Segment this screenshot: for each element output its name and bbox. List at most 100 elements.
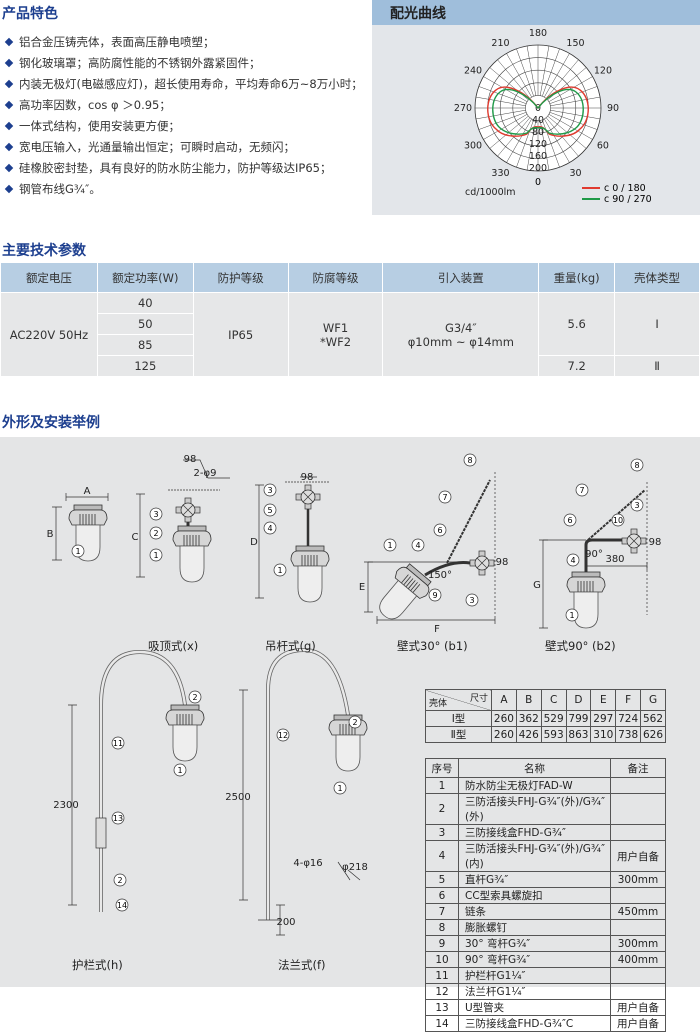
dim-label-holes4: 4-φ16 xyxy=(293,858,322,869)
callout-1: 1 xyxy=(333,781,347,795)
parts-header-no: 序号 xyxy=(425,758,459,778)
callout-1: 1 xyxy=(565,608,579,622)
caption-guardrail: 护栏式(h) xyxy=(72,958,123,972)
svg-text:1: 1 xyxy=(569,611,574,620)
part-no: 1 xyxy=(425,777,459,794)
polar-spoke xyxy=(516,48,534,97)
dim-label-d: D xyxy=(250,537,258,548)
callout-1: 1 xyxy=(71,544,85,558)
curve-c0-180 xyxy=(487,86,589,137)
junction-box xyxy=(295,484,321,510)
polar-chart: 1801501209060303303002702402100040801201… xyxy=(454,28,652,205)
dim-col: F xyxy=(615,689,642,711)
callout-4: 4 xyxy=(263,521,277,535)
polar-spoke xyxy=(549,112,598,130)
dim-value: 562 xyxy=(640,710,666,727)
svg-text:1: 1 xyxy=(387,541,392,550)
light-distribution-title: 配光曲线 xyxy=(372,0,700,25)
dim-label-a90: 90° xyxy=(585,549,603,560)
part-note xyxy=(610,824,666,841)
feature-text: 钢化玻璃罩；高防腐性能的不锈钢外露紧固件； xyxy=(19,56,261,70)
dim-label-holes: 2-φ9 xyxy=(194,468,217,479)
dim-col: D xyxy=(565,689,592,711)
housing-cell: Ⅱ xyxy=(614,355,700,377)
part-no: 9 xyxy=(425,935,459,952)
dim-label-d98: 98 xyxy=(301,472,314,483)
lamp-flange xyxy=(328,714,368,772)
polar-angle-label: 0 xyxy=(535,177,541,188)
callout-13: 13 xyxy=(111,811,125,825)
dim-corner: 尺寸 壳体 xyxy=(425,689,492,711)
part-name: 法兰杆G1¼″ xyxy=(458,983,611,1000)
svg-text:2: 2 xyxy=(352,718,357,727)
svg-text:2: 2 xyxy=(117,876,122,885)
dim-col: C xyxy=(540,689,567,711)
dim-value: 863 xyxy=(565,726,592,743)
header-housing: 壳体类型 xyxy=(614,262,700,293)
dim-label-d380: 380 xyxy=(605,554,624,565)
part-note: 用户自备 xyxy=(610,999,666,1016)
part-name: 三防活接头FHJ-G¾″(外)/G¾″(内) xyxy=(458,840,611,872)
part-note xyxy=(610,777,666,794)
svg-text:7: 7 xyxy=(579,486,584,495)
dim-corner-top: 尺寸 xyxy=(469,694,488,704)
header-weight: 重量(kg) xyxy=(538,262,616,293)
svg-text:3: 3 xyxy=(153,510,158,519)
dim-col: E xyxy=(590,689,617,711)
part-no: 3 xyxy=(425,824,459,841)
callout-2: 2 xyxy=(113,873,127,887)
part-name: 90° 弯杆G¾″ xyxy=(458,951,611,968)
polar-spoke xyxy=(544,118,570,163)
polar-spoke xyxy=(542,48,560,97)
polar-spoke xyxy=(526,45,537,96)
callout-12: 12 xyxy=(276,728,290,742)
dim-label-c: C xyxy=(132,532,139,543)
svg-text:14: 14 xyxy=(117,901,127,910)
dim-label-a: A xyxy=(84,486,91,497)
dim-col: A xyxy=(491,689,517,711)
svg-text:3: 3 xyxy=(634,501,639,510)
callout-14: 14 xyxy=(115,898,129,912)
callout-7: 7 xyxy=(438,490,452,504)
polar-angle-label: 30 xyxy=(569,168,581,179)
svg-text:4: 4 xyxy=(570,556,575,565)
svg-text:5: 5 xyxy=(267,506,272,515)
part-no: 12 xyxy=(425,983,459,1000)
polar-angle-label: 300 xyxy=(464,141,482,152)
polar-angle-label: 240 xyxy=(464,66,482,77)
dim-label-d218: φ218 xyxy=(342,862,368,873)
callout-1: 1 xyxy=(383,538,397,552)
callout-5: 5 xyxy=(263,503,277,517)
junction-box xyxy=(469,550,495,576)
callout-10: 10 xyxy=(611,513,625,527)
svg-text:10: 10 xyxy=(613,516,623,525)
polar-angle-label: 270 xyxy=(454,103,472,114)
dim-value: 260 xyxy=(491,726,517,743)
part-no: 4 xyxy=(425,840,459,872)
part-note xyxy=(610,919,666,936)
caption-wall-30: 壁式30° (b1) xyxy=(397,639,468,653)
dim-label-d98: 98 xyxy=(496,557,509,568)
polar-ring-label: 200 xyxy=(529,163,547,174)
feature-item: 一体式结构，使用安装更方便； xyxy=(4,118,180,134)
part-no: 6 xyxy=(425,887,459,904)
caption-ceiling: 吸顶式(x) xyxy=(148,639,199,653)
dim-value: 310 xyxy=(590,726,617,743)
part-note: 450mm xyxy=(610,903,666,920)
polar-spoke xyxy=(550,109,601,120)
part-name: 30° 弯杆G¾″ xyxy=(458,935,611,952)
feature-item: 钢化玻璃罩；高防腐性能的不锈钢外露紧固件； xyxy=(4,55,261,71)
polar-ring-label: 80 xyxy=(532,127,544,138)
part-note: 用户自备 xyxy=(610,840,666,872)
part-no: 8 xyxy=(425,919,459,936)
feature-text: 铝合金压铸壳体，表面高压静电喷塑； xyxy=(19,35,215,49)
polar-angle-label: 90 xyxy=(607,103,619,114)
dim-label-d2500: 2500 xyxy=(225,792,250,803)
polar-angle-label: 180 xyxy=(529,28,547,39)
svg-text:8: 8 xyxy=(467,456,472,465)
svg-text:6: 6 xyxy=(567,516,572,525)
